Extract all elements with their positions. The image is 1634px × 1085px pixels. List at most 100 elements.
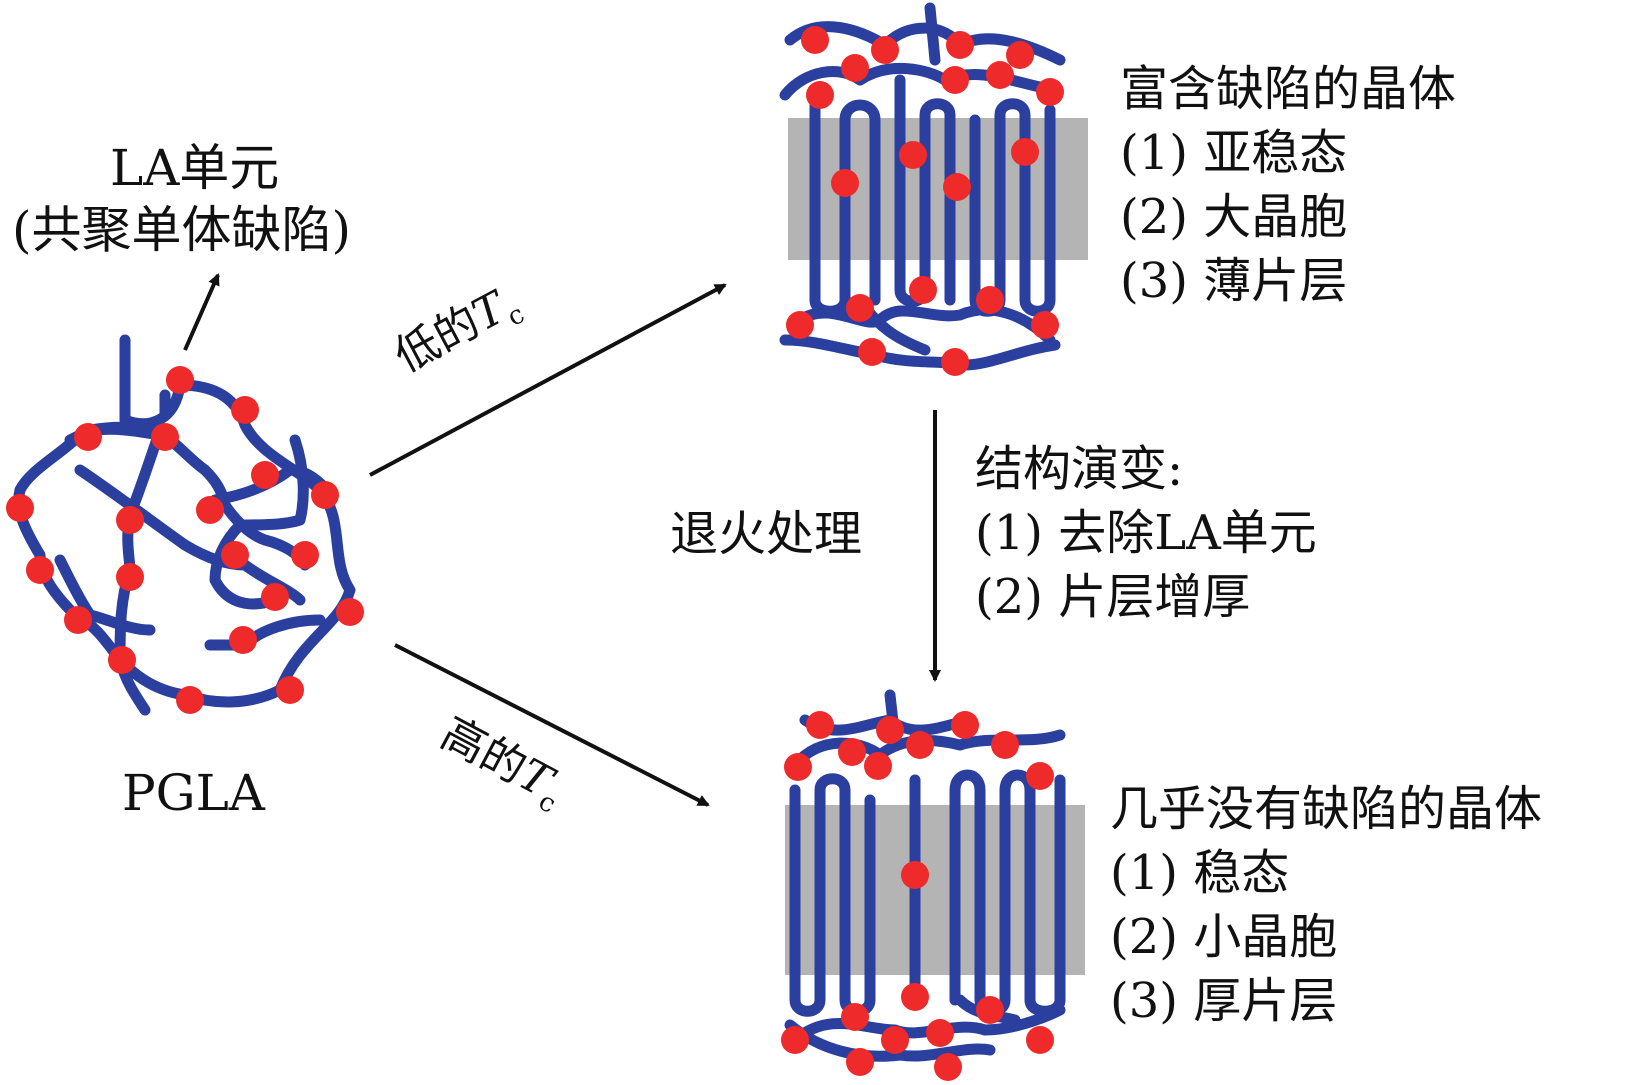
loop-chain	[779, 334, 1061, 371]
la-defect-dot	[1011, 138, 1039, 166]
la-defect-dot	[806, 81, 834, 109]
bottom-crystal-info: 几乎没有缺陷的晶体 (1) 稳态 (2) 小晶胞 (3) 厚片层	[1110, 785, 1542, 1041]
loop-chain	[784, 21, 1066, 66]
la-defect-dot	[176, 686, 204, 714]
la-defect-dot	[1031, 311, 1059, 339]
loop-chain	[794, 304, 1056, 346]
arrow-high-tc	[394, 643, 710, 807]
la-defect-dot	[906, 731, 934, 759]
la-defect-dot	[1026, 762, 1054, 790]
la-defect-dot	[943, 173, 971, 201]
evolution-item: (1) 去除LA单元	[975, 505, 1317, 561]
la-defect-dot	[926, 1019, 954, 1047]
la-defect-dot	[951, 711, 979, 739]
la-defect-dot	[946, 31, 974, 59]
la-defect-dot	[901, 983, 929, 1011]
arrow-low-tc	[369, 283, 727, 477]
la-defect-dot	[786, 311, 814, 339]
coil-strand	[209, 464, 336, 506]
la-defect-dot	[26, 556, 54, 584]
la-defect-dot	[108, 646, 136, 674]
la-defect-dot	[899, 141, 927, 169]
la-defect-dot	[876, 716, 904, 744]
bottom-crystal-title: 几乎没有缺陷的晶体	[1110, 781, 1543, 837]
la-defect-dot	[801, 26, 829, 54]
bottom-crystal-item: (2) 小晶胞	[1110, 909, 1338, 965]
la-defect-dot	[831, 169, 859, 197]
la-defect-dot	[841, 1003, 869, 1031]
la-defect-dot	[221, 541, 249, 569]
la-defect-dot	[276, 676, 304, 704]
la-defect-dot	[941, 348, 969, 376]
bottom-crystal	[781, 689, 1085, 1081]
la-defect-dot	[1006, 41, 1034, 69]
evolution-title: 结构演变:	[975, 441, 1184, 497]
top-crystal-info: 富含缺陷的晶体 (1) 亚稳态 (2) 大晶胞 (3) 薄片层	[1120, 65, 1456, 321]
la-defect-dot	[251, 461, 279, 489]
la-defect-dot	[74, 423, 102, 451]
coil-strand	[74, 464, 306, 606]
coil-strand	[13, 334, 356, 708]
la-defect-dot	[64, 606, 92, 634]
la-defect-dot	[781, 1026, 809, 1054]
evolution-item: (2) 片层增厚	[975, 569, 1251, 625]
la-unit-sublabel: (共聚单体缺陷)	[12, 201, 352, 259]
folded-chain	[949, 769, 1066, 1017]
top-crystal-item: (2) 大晶胞	[1120, 189, 1348, 245]
pgla-label: PGLA	[122, 764, 265, 822]
la-defect-dot	[336, 598, 364, 626]
la-defect-dot	[229, 626, 257, 654]
loop-chain	[784, 1019, 996, 1062]
la-defect-dot	[976, 286, 1004, 314]
la-defect-dot	[291, 541, 319, 569]
loop-chain	[924, 2, 941, 66]
coil-strand	[64, 421, 311, 571]
la-defect-dot	[841, 54, 869, 82]
la-defect-dot	[6, 494, 34, 522]
bottom-crystal-item: (1) 稳态	[1110, 845, 1290, 901]
top-crystal-item: (3) 薄片层	[1120, 253, 1348, 309]
la-defect-dot	[864, 752, 892, 780]
folded-chain	[894, 74, 956, 307]
pgla-defects	[6, 366, 364, 714]
la-defect-dot	[311, 481, 339, 509]
la-defect-dot	[976, 996, 1004, 1024]
la-defect-dot	[1036, 78, 1064, 106]
la-defect-dot	[151, 423, 179, 451]
annealing-label: 退火处理	[670, 506, 863, 562]
la-defect-dot	[116, 506, 144, 534]
top-crystal	[779, 2, 1088, 376]
la-defect-dot	[166, 366, 194, 394]
la-defect-dot	[909, 276, 937, 304]
top-crystal-item: (1) 亚稳态	[1120, 125, 1348, 181]
arrow-to-la-unit	[183, 273, 220, 351]
la-defect-dot	[846, 294, 874, 322]
la-defect-dot	[1026, 1026, 1054, 1054]
la-defect-dot	[846, 1048, 874, 1076]
la-defect-dot	[881, 1026, 909, 1054]
la-defect-dot	[116, 563, 144, 591]
lamella-core	[785, 805, 1085, 975]
la-defect-dot	[231, 396, 259, 424]
la-defect-dot	[858, 338, 886, 366]
pgla-coil	[13, 334, 356, 716]
la-defect-dot	[986, 61, 1014, 89]
coil-strand	[209, 434, 309, 610]
top-crystal-title: 富含缺陷的晶体	[1120, 61, 1457, 117]
la-defect-dot	[838, 738, 866, 766]
la-defect-dot	[806, 711, 834, 739]
la-defect-dot	[871, 36, 899, 64]
la-defect-dot	[196, 496, 224, 524]
la-unit-label: LA单元	[110, 139, 280, 197]
la-defect-dot	[934, 1053, 962, 1081]
la-defect-dot	[941, 66, 969, 94]
la-defect-dot	[901, 861, 929, 889]
coil-strand	[204, 614, 326, 651]
la-defect-dot	[991, 731, 1019, 759]
arrows	[183, 273, 941, 807]
bottom-crystal-item: (3) 厚片层	[1110, 973, 1338, 1029]
la-defect-dot	[784, 753, 812, 781]
structure-evolution: 结构演变: (1) 去除LA单元 (2) 片层增厚	[975, 445, 1317, 637]
la-defect-dot	[261, 583, 289, 611]
